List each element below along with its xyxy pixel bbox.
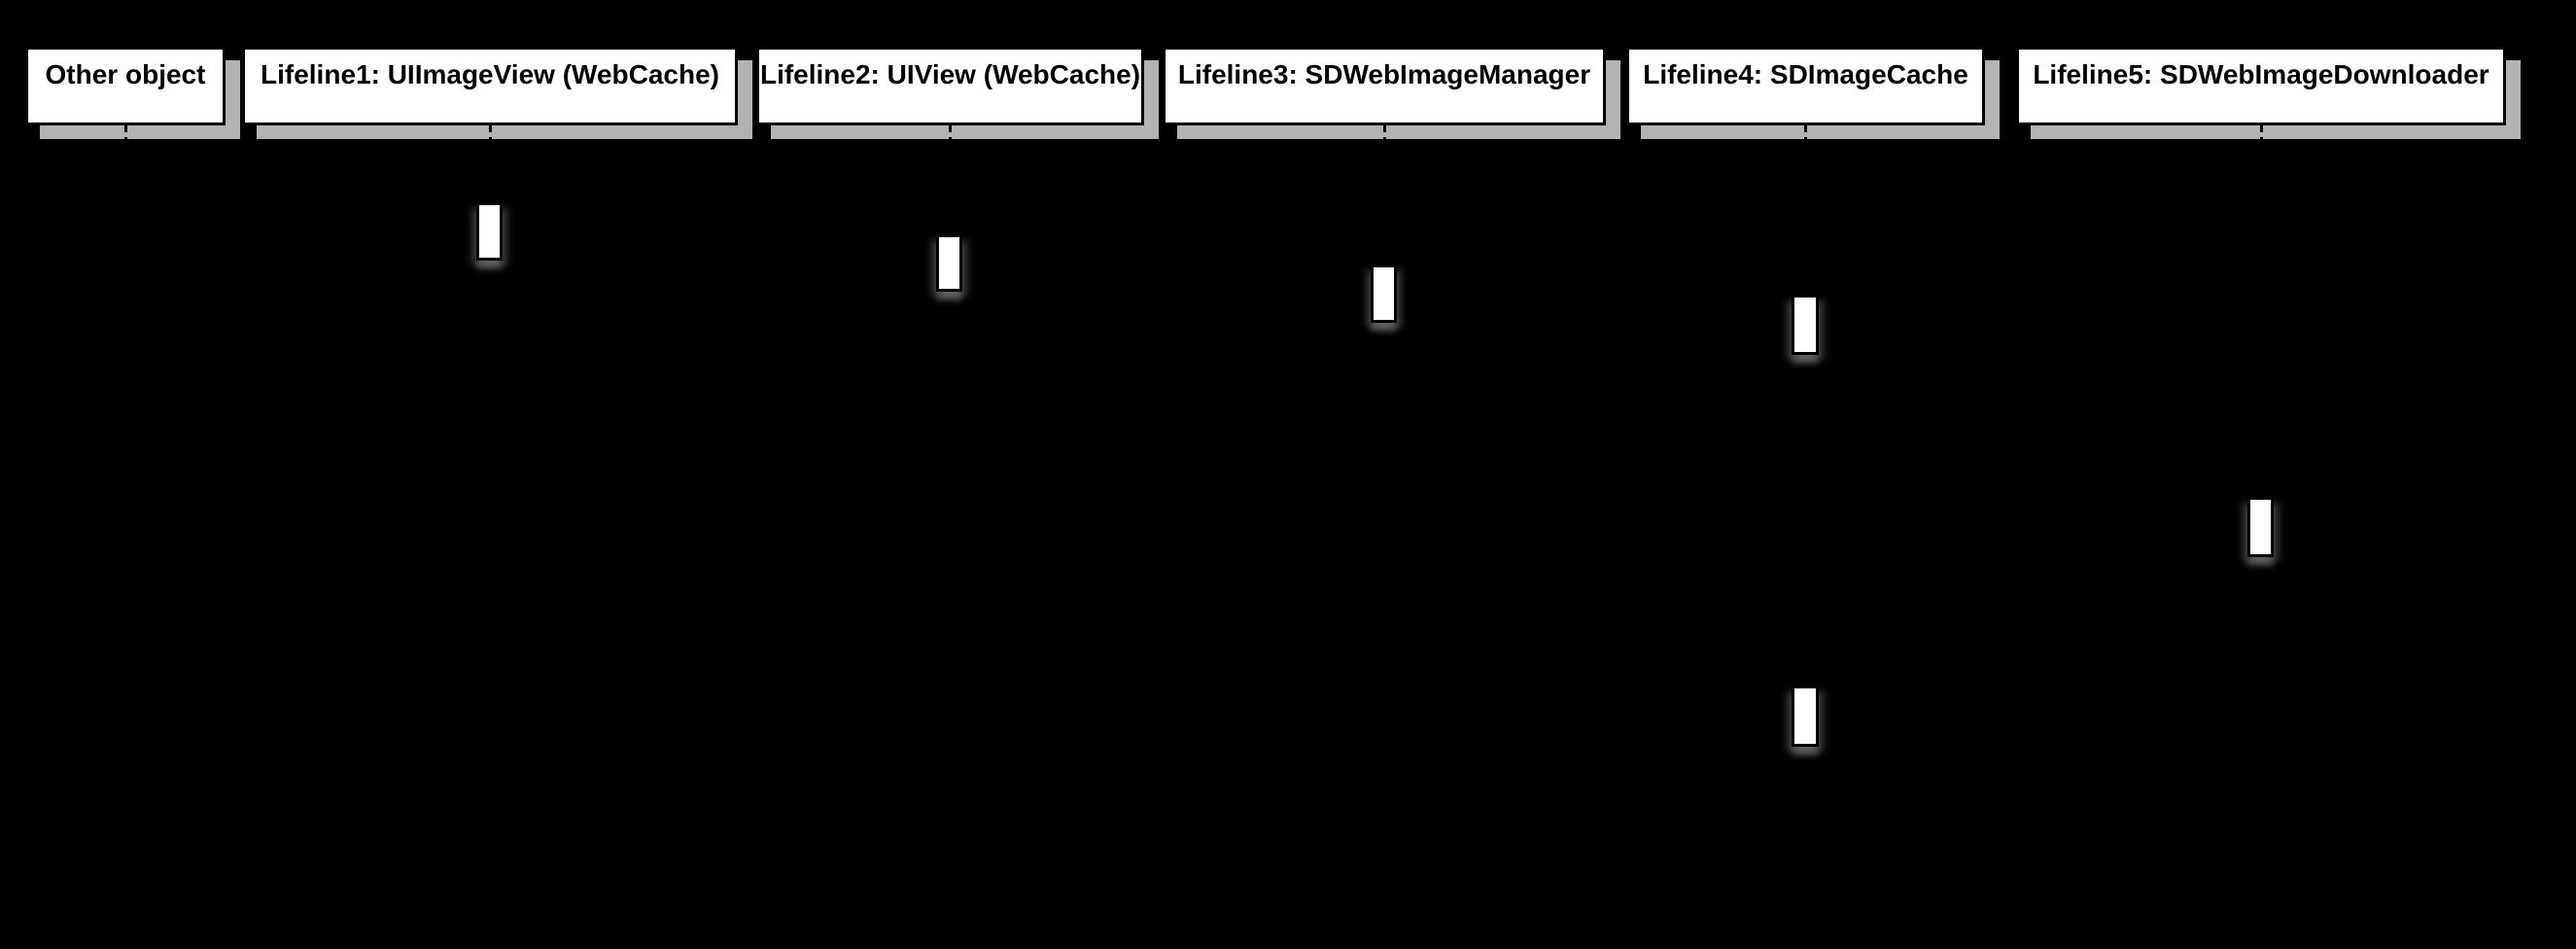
- lifeline-label-4: Lifeline4: SDImageCache: [1643, 59, 1968, 89]
- lifeline-header-box-4: Lifeline4: SDImageCache: [1626, 47, 1985, 125]
- lifeline-label-1: Lifeline1: UIImageView (WebCache): [261, 59, 719, 89]
- activation-bar-0: [476, 202, 503, 261]
- activation-bar-2: [1371, 264, 1397, 323]
- lifeline-header-box-5: Lifeline5: SDWebImageDownloader: [2016, 47, 2506, 125]
- lifeline-header-box-0: Other object: [25, 47, 226, 125]
- lifeline-label-3: Lifeline3: SDWebImageManager: [1177, 59, 1591, 89]
- activation-bar-5: [1792, 685, 1819, 747]
- activation-bar-1: [936, 234, 962, 292]
- lifeline-dashed-line-0: [124, 125, 127, 904]
- lifeline-label-5: Lifeline5: SDWebImageDownloader: [2033, 59, 2489, 89]
- lifeline-dashed-line-3: [1383, 125, 1386, 904]
- lifeline-label-2: Lifeline2: UIView (WebCache): [759, 59, 1141, 89]
- lifeline-dashed-line-2: [949, 125, 952, 904]
- lifeline-dashed-line-1: [489, 125, 492, 904]
- activation-bar-4: [2247, 497, 2274, 557]
- activation-bar-3: [1792, 295, 1819, 355]
- lifeline-header-box-2: Lifeline2: UIView (WebCache): [756, 47, 1144, 125]
- lifeline-header-box-1: Lifeline1: UIImageView (WebCache): [242, 47, 738, 125]
- lifeline-label-0: Other object: [45, 59, 206, 89]
- lifeline-header-box-3: Lifeline3: SDWebImageManager: [1163, 47, 1606, 125]
- lifeline-dashed-line-4: [1804, 125, 1807, 904]
